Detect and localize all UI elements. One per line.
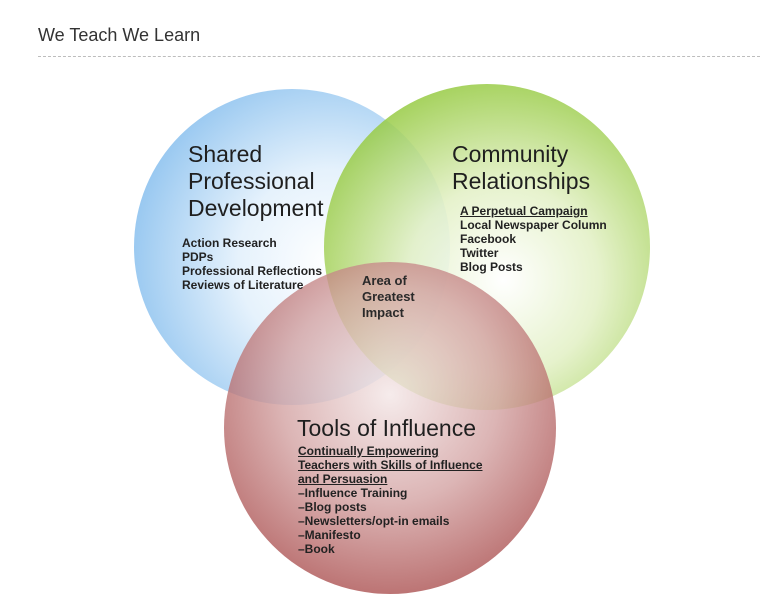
list-item: PDPs — [182, 250, 214, 264]
title-divider — [38, 56, 760, 57]
list-item: Local Newspaper Column — [460, 218, 607, 232]
list-item: Action Research — [182, 236, 277, 250]
list-item: –Newsletters/opt-in emails — [298, 514, 450, 528]
list-item: –Manifesto — [298, 528, 361, 542]
community-heading-line: Community — [452, 141, 569, 167]
list-item: Reviews of Literature — [182, 278, 304, 292]
community-heading-line: Relationships — [452, 168, 591, 194]
list-item: Twitter — [460, 246, 499, 260]
tools-list: Continually Empowering Teachers with Ski… — [298, 444, 483, 556]
tools-subtitle-line: and Persuasion — [298, 472, 388, 486]
center-label-line: Area of — [362, 273, 407, 288]
shared-pd-heading-line: Development — [188, 195, 324, 221]
community-subtitle: A Perpetual Campaign — [460, 204, 588, 218]
center-label-line: Impact — [362, 305, 404, 320]
shared-pd-list: Action Research PDPs Professional Reflec… — [182, 236, 322, 292]
shared-pd-heading-line: Professional — [188, 168, 315, 194]
list-item: –Influence Training — [298, 486, 408, 500]
list-item: –Blog posts — [298, 500, 367, 514]
tools-subtitle-line: Teachers with Skills of Influence — [298, 458, 483, 472]
community-heading: Community Relationships — [452, 141, 590, 195]
center-label-line: Greatest — [362, 289, 415, 304]
circle-tools-of-influence — [224, 262, 556, 594]
shared-pd-heading: Shared Professional Development — [188, 141, 324, 222]
list-item: Blog Posts — [460, 260, 523, 274]
tools-subtitle-line: Continually Empowering — [298, 444, 439, 458]
center-label: Area of Greatest Impact — [362, 273, 415, 321]
page-title: We Teach We Learn — [38, 25, 201, 45]
list-item: –Book — [298, 542, 335, 556]
list-item: Professional Reflections — [182, 264, 323, 278]
community-list: A Perpetual Campaign Local Newspaper Col… — [460, 204, 607, 274]
tools-heading: Tools of Influence — [297, 415, 476, 442]
list-item: Facebook — [460, 232, 517, 246]
tools-heading-line: Tools of Influence — [297, 415, 477, 441]
shared-pd-heading-line: Shared — [188, 141, 263, 167]
